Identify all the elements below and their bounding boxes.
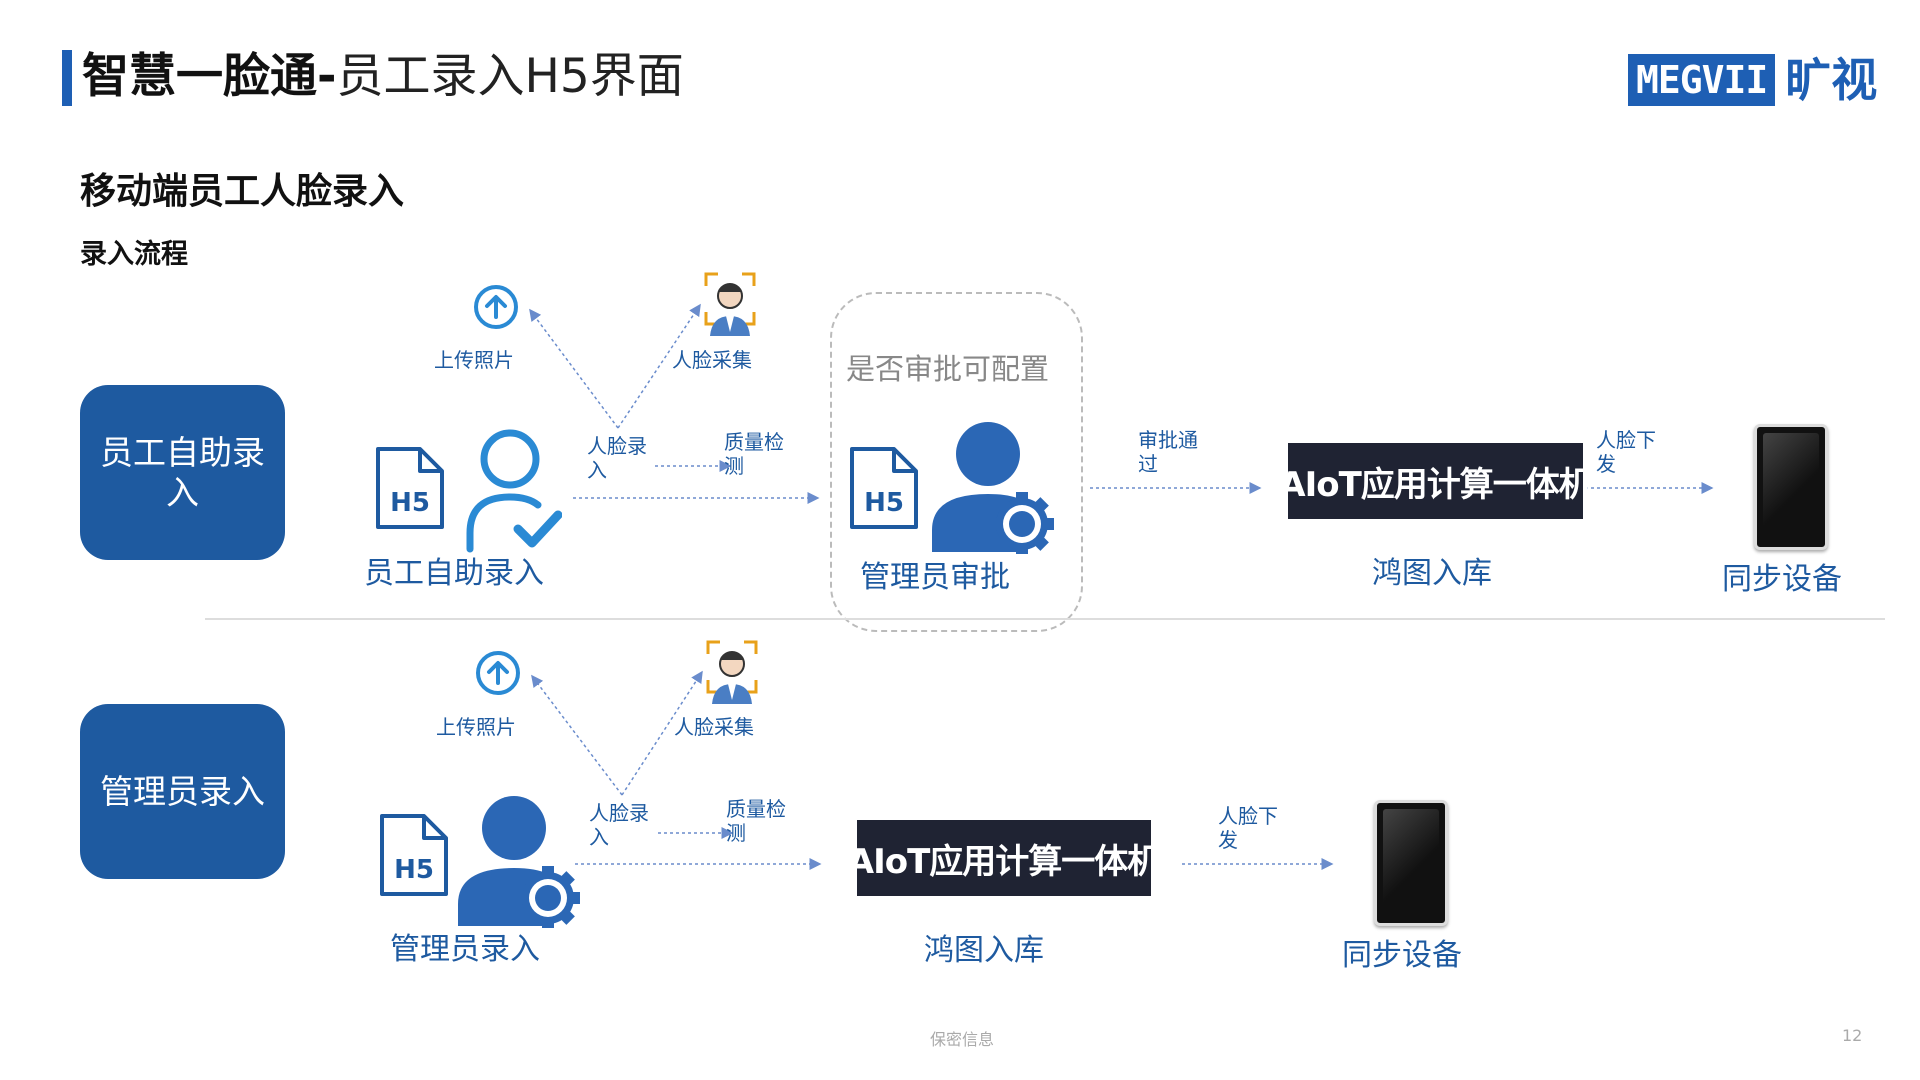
subsection-title: 录入流程 xyxy=(80,239,188,270)
connector-to-upload-1 xyxy=(529,308,619,429)
label-issue-2: 人脸下发 xyxy=(1218,804,1278,852)
label-storage-1: 鸿图入库 xyxy=(1372,556,1492,591)
role-admin-entry: 管理员录入 xyxy=(80,704,285,879)
page-title: 智慧一脸通-员工录入H5界面 xyxy=(82,44,684,110)
page-number: 12 xyxy=(1842,1026,1863,1045)
connector-to-capture-1 xyxy=(617,303,701,429)
label-quality-1: 质量检测 xyxy=(724,430,784,478)
h5-file-icon: H5 xyxy=(376,447,444,529)
connector-to-upload-2 xyxy=(531,674,623,796)
title-accent-bar xyxy=(62,50,72,106)
admin-gear-icon xyxy=(458,796,580,928)
h5-file-icon: H5 xyxy=(380,814,448,896)
h5-badge-admin-1: H5 xyxy=(864,488,904,518)
label-upload-1: 上传照片 xyxy=(434,348,514,372)
megvii-logo: MEGVII 旷视 xyxy=(1628,54,1877,106)
user-check-icon xyxy=(466,429,562,553)
aiot-box-2: AIoT应用计算一体机 xyxy=(848,820,1161,896)
label-issue-1: 人脸下发 xyxy=(1596,428,1656,476)
role-self-entry: 员工自助录入 xyxy=(80,385,285,560)
h5-badge-1: H5 xyxy=(390,488,430,518)
label-sync-1: 同步设备 xyxy=(1722,562,1842,597)
device-icon xyxy=(1754,424,1828,550)
admin-gear-icon xyxy=(932,422,1054,554)
label-capture-2: 人脸采集 xyxy=(674,715,754,739)
label-face-entry-2: 人脸录入 xyxy=(589,801,649,849)
title-sub: 员工录入H5界面 xyxy=(336,49,684,104)
label-sync-2: 同步设备 xyxy=(1342,938,1462,973)
label-admin-approval: 管理员审批 xyxy=(860,560,1010,595)
aiot-box-1: AIoT应用计算一体机 xyxy=(1279,443,1593,519)
section-title: 移动端员工人脸录入 xyxy=(80,171,405,212)
logo-cn: 旷视 xyxy=(1785,53,1878,107)
approval-config-box xyxy=(830,292,1083,632)
label-storage-2: 鸿图入库 xyxy=(924,933,1044,968)
device-icon xyxy=(1374,800,1448,926)
upload-icon xyxy=(474,285,518,329)
upload-icon xyxy=(476,651,520,695)
connector-to-capture-2 xyxy=(621,670,703,796)
title-main: 智慧一脸通 xyxy=(82,49,317,104)
label-upload-2: 上传照片 xyxy=(436,715,516,739)
label-approval-config: 是否审批可配置 xyxy=(846,352,1050,386)
face-capture-icon xyxy=(704,272,756,336)
label-user-self-entry: 员工自助录入 xyxy=(364,556,544,591)
label-face-entry-1: 人脸录入 xyxy=(587,434,647,482)
label-approved: 审批通过 xyxy=(1138,428,1198,476)
label-admin-entry: 管理员录入 xyxy=(390,932,540,967)
label-capture-1: 人脸采集 xyxy=(672,348,752,372)
h5-badge-2: H5 xyxy=(394,855,434,885)
label-quality-2: 质量检测 xyxy=(726,797,786,845)
face-capture-icon xyxy=(706,640,758,704)
title-sep: - xyxy=(317,49,337,104)
logo-text: MEGVII xyxy=(1628,54,1776,106)
flow-divider xyxy=(205,618,1885,620)
footer-confidential: 保密信息 xyxy=(930,1030,995,1049)
h5-file-icon: H5 xyxy=(850,447,918,529)
